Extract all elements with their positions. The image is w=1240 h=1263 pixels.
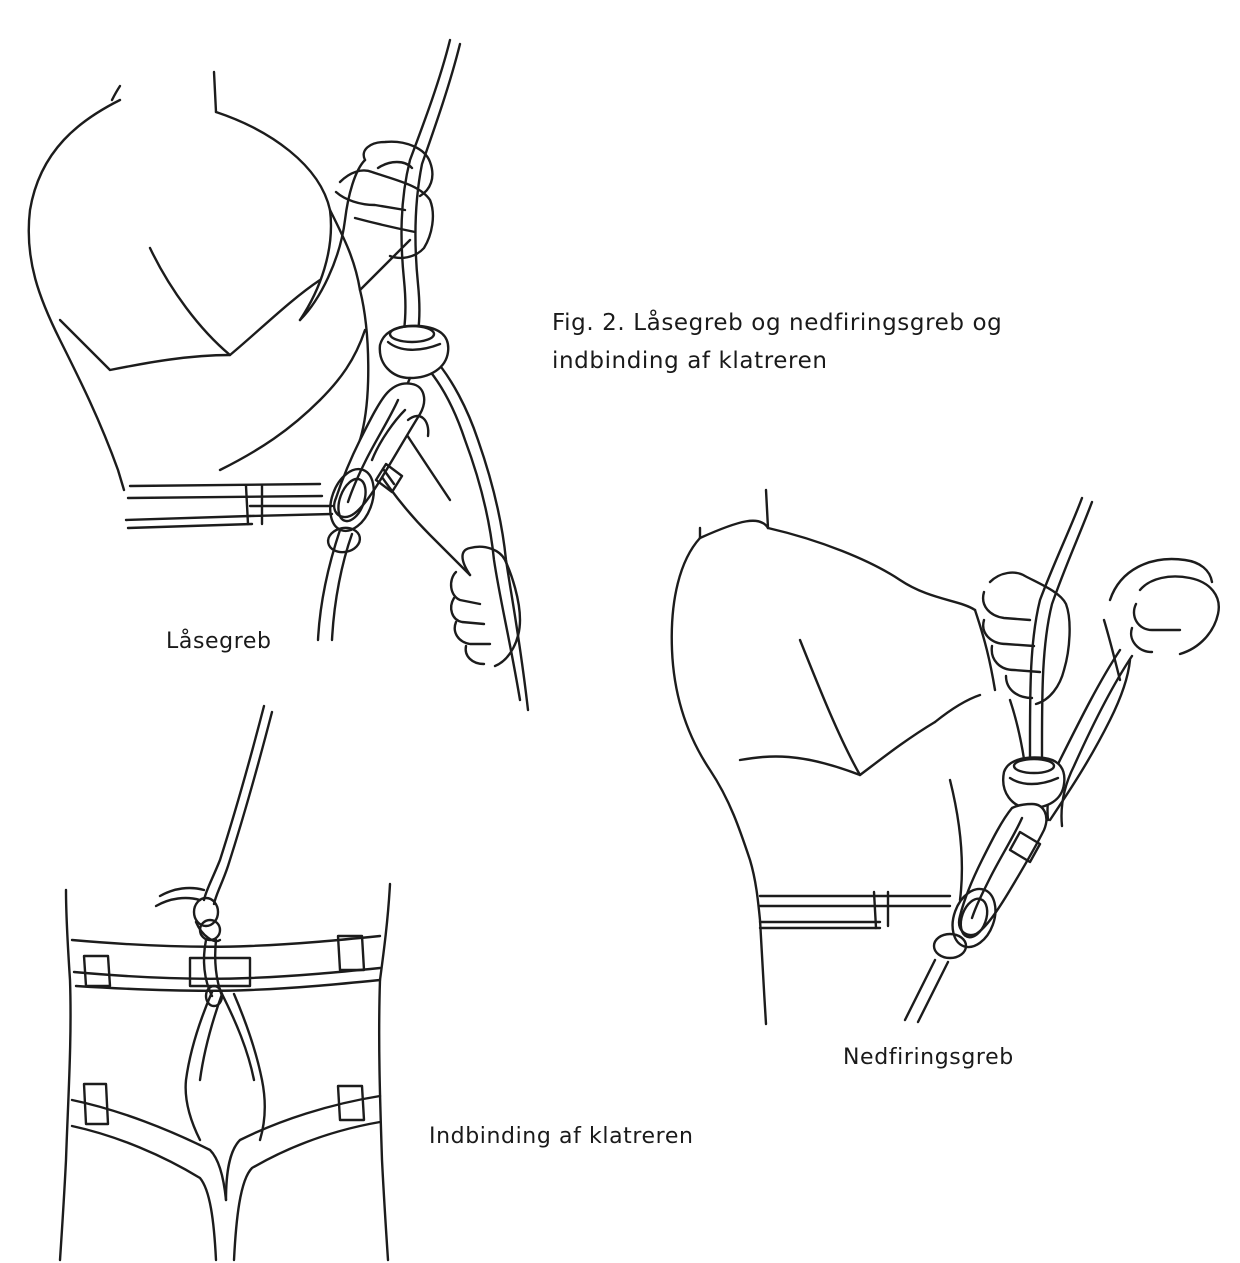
figure-caption: Fig. 2. Låsegreb og nedfiringsgreb og in…: [552, 304, 1002, 380]
carabiners-locking: [326, 382, 430, 554]
lowering-grip-label: Nedfiringsgreb: [843, 1045, 1014, 1070]
locking-grip-label: Låsegreb: [166, 629, 272, 654]
locking-grip-illustration: [27, 38, 530, 712]
figure-caption-line1: Fig. 2. Låsegreb og nedfiringsgreb og: [552, 310, 1003, 336]
climber-torso-lowering: [670, 488, 1132, 1026]
rope-locking: [316, 38, 530, 712]
harness-body: [58, 882, 392, 1262]
raised-hand-lowering: [1102, 557, 1220, 682]
lowering-grip-illustration: [670, 488, 1220, 1026]
tie-in-rope-knot: [154, 704, 274, 1008]
tie-in-illustration: [58, 704, 392, 1262]
belay-device-lowering: [1002, 756, 1066, 810]
upper-hand: [334, 140, 435, 260]
carabiners-lowering: [932, 802, 1048, 960]
lower-hand-locking: [449, 545, 522, 668]
upper-hand-lowering: [981, 571, 1071, 706]
figure-caption-line2: indbinding af klatreren: [552, 348, 828, 374]
tie-in-label: Indbinding af klatreren: [429, 1124, 694, 1149]
